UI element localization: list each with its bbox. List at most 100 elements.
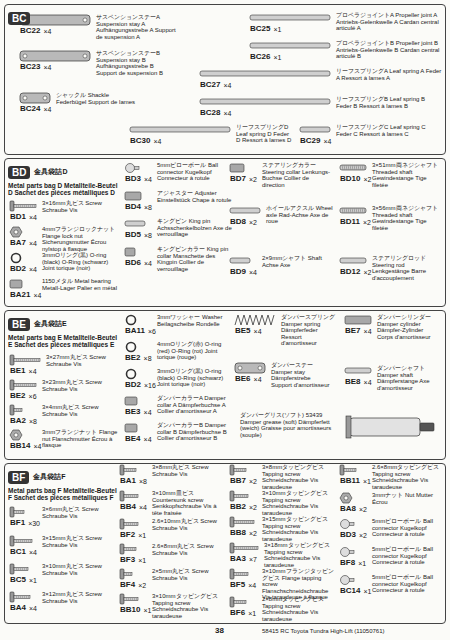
part-drawing (124, 548, 136, 551)
part-drawing (342, 208, 343, 213)
part-drawing (234, 601, 246, 604)
quantity: ×4 (144, 176, 152, 184)
part-drawing (128, 469, 129, 472)
part-drawing (24, 384, 25, 387)
part-drawing (10, 430, 22, 440)
part-code: BD11 (340, 218, 360, 227)
part-drawing (340, 465, 344, 475)
part-code: BE5 (235, 327, 251, 336)
part-drawing (132, 523, 133, 526)
part-drawing (43, 96, 47, 100)
part-drawing (10, 380, 14, 390)
part-drawing (230, 597, 234, 607)
part-drawing (18, 596, 19, 599)
part-drawing (24, 359, 25, 362)
part-description: 3×15mmタッピングビス Tapping screw Schneidschra… (262, 516, 336, 542)
part-drawing (24, 205, 25, 208)
quantity: ×1 (363, 588, 371, 596)
part-drawing (350, 469, 351, 472)
part-drawing (120, 491, 124, 501)
part-drawing (22, 511, 23, 514)
part-drawing (132, 469, 133, 472)
part-description: 5mmピローボール Ball connector Kugelkopf Conne… (372, 574, 442, 594)
part-drawing (242, 547, 243, 550)
part-drawing (18, 205, 19, 208)
part-description: リーフスプリングA Leaf spring A Feder A Ressort … (336, 68, 442, 81)
part-drawing (16, 596, 17, 599)
part-code: BF8 (340, 559, 355, 568)
part-drawing (124, 573, 132, 576)
part-drawing (125, 248, 135, 256)
part-description: アジャスター Adjuster Einstellstück Chape à ro… (157, 190, 235, 203)
part-drawing (238, 495, 239, 498)
part-drawing (26, 540, 27, 543)
quantity: ×6 (29, 393, 37, 401)
part-drawing (136, 523, 137, 526)
quantity: ×8 (29, 418, 37, 426)
part-code: BB14 (10, 442, 30, 451)
part-drawing (244, 495, 245, 498)
part-drawing (345, 368, 371, 373)
part-drawing (358, 208, 359, 213)
part-drawing (364, 208, 365, 213)
part-code: BA3 (230, 555, 246, 564)
part-description: プロペラジョイントA Propeller joint A Antriebs-Ge… (336, 12, 442, 32)
part-drawing (23, 96, 27, 100)
part-code: BD9 (230, 268, 246, 277)
part-code: BE2 (125, 354, 141, 363)
part-code: BC22 (20, 27, 40, 36)
part-drawing (32, 384, 33, 387)
part-drawing (236, 601, 237, 604)
part-code: BD4 (125, 203, 141, 212)
part-description: ホイールアクスル Wheel axle Rad-Achse Axe de rou… (266, 205, 336, 225)
part-drawing (34, 205, 35, 208)
part-drawing (235, 363, 265, 373)
bag-code: BD (8, 166, 30, 179)
part-drawing (127, 343, 136, 352)
part-description: 3×56mm両ネジシャフト Threaded shaft Gewindestan… (372, 205, 442, 231)
part-code: BF1 (10, 519, 25, 528)
part-drawing (130, 598, 131, 601)
part-code: BC30 (130, 137, 150, 146)
quantity: ×4 (29, 549, 37, 557)
part-drawing (200, 71, 330, 76)
part-drawing (125, 192, 141, 200)
part-drawing (360, 208, 361, 213)
part-drawing (14, 568, 28, 571)
part-description: 4mmフランジロックナット Flange lock nut Sicherungs… (42, 226, 120, 252)
part-description: 3×8mmタッピングビス Tapping screw Schneidschrau… (262, 464, 336, 490)
part-drawing (10, 227, 22, 237)
part-drawing (16, 511, 17, 514)
part-drawing (242, 601, 243, 604)
part-drawing (16, 359, 17, 362)
part-drawing (230, 543, 234, 553)
part-drawing (126, 164, 135, 173)
bag-title: 金具袋詰F (33, 472, 65, 482)
part-drawing (252, 547, 253, 550)
part-drawing (244, 601, 245, 604)
part-drawing (238, 521, 239, 524)
bag-code: BE (8, 318, 30, 331)
part-drawing (22, 205, 23, 208)
part-code: BB8 (230, 529, 246, 538)
quantity: ×4 (29, 605, 37, 613)
part-drawing (341, 548, 350, 557)
quantity: ×2 (249, 176, 257, 184)
section-header: BE金具袋詰EMetal parts bag E Metallteile-Beu… (8, 314, 120, 349)
part-code: BC26 (250, 53, 270, 62)
part-drawing (126, 523, 127, 526)
part-drawing (126, 598, 127, 601)
part-description: リーフスプリングC Leaf spring C Feder C Ressort … (336, 124, 442, 137)
part-drawing (20, 51, 90, 61)
part-drawing (242, 573, 243, 576)
part-drawing (350, 208, 351, 213)
quantity: ×2 (249, 530, 257, 538)
quantity: ×4 (43, 64, 51, 72)
part-drawing (250, 547, 251, 550)
part-description: 5mmピローボール Ball connector Kugelkopf Conne… (372, 546, 442, 566)
part-drawing (28, 205, 29, 208)
bag-subtitle: Metal parts bag E Metallteile-Beutel E S… (8, 334, 120, 349)
part-drawing (248, 547, 249, 550)
quantity: ×8 (144, 204, 152, 212)
part-drawing (246, 521, 247, 524)
